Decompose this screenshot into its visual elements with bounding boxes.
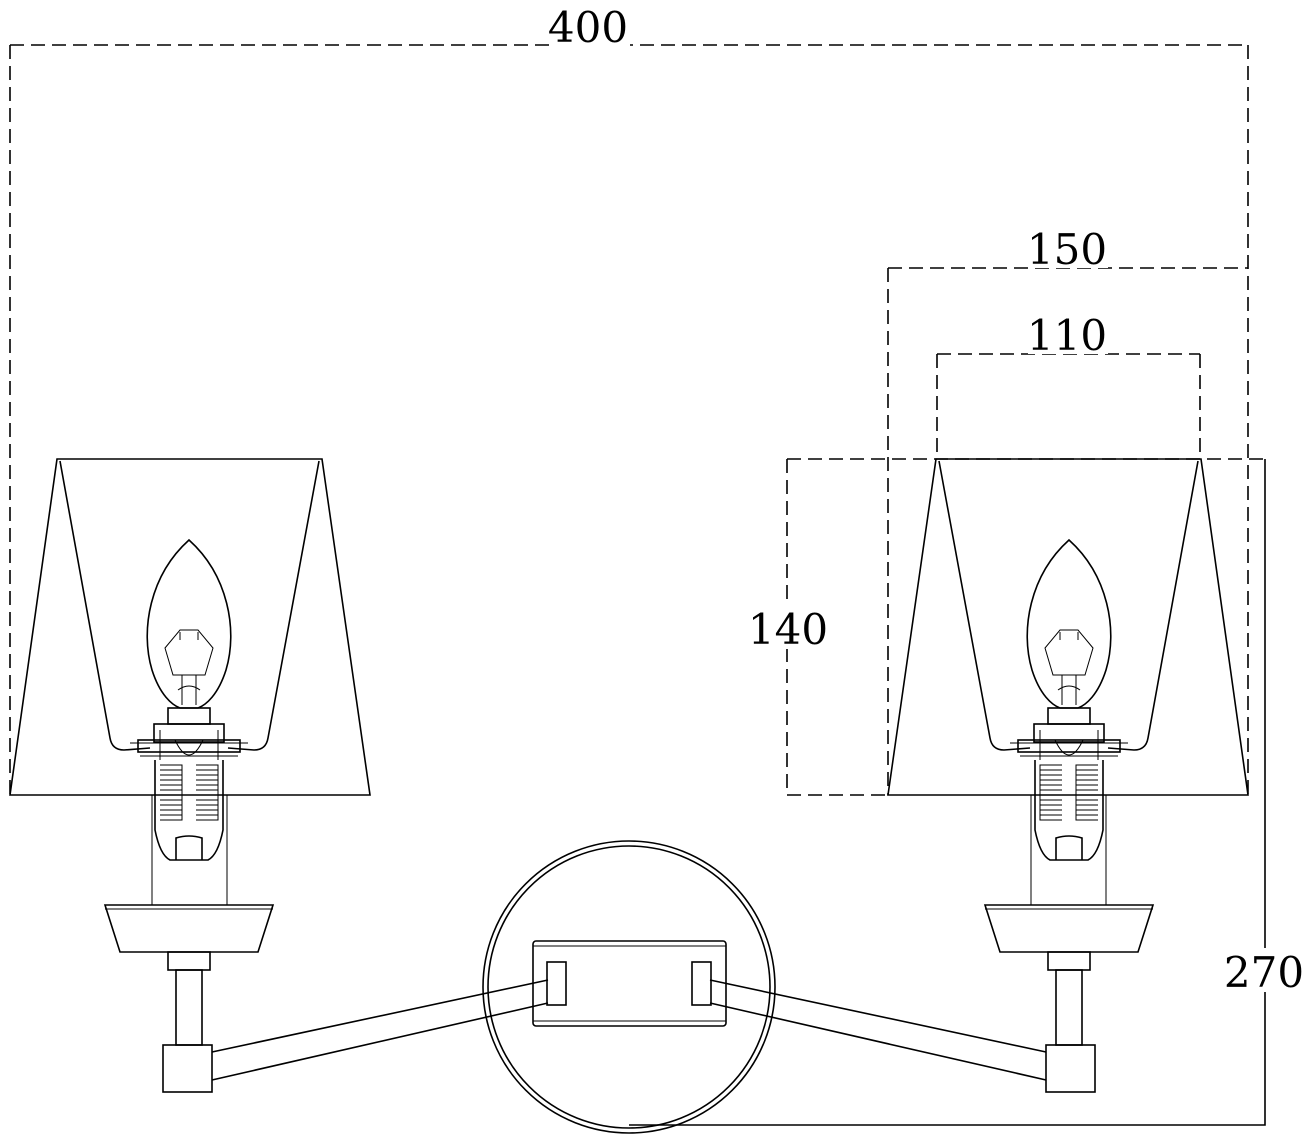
- wall-plate: [482, 840, 776, 1134]
- dimension-label-shade-bottom-width: 150: [1027, 225, 1107, 274]
- dimension-label-shade-height: 140: [748, 605, 828, 654]
- dimension-label-overall-width: 400: [548, 3, 628, 52]
- dimension-label-overall-height: 270: [1224, 948, 1304, 997]
- dimension-label-shade-top-width: 110: [1027, 311, 1107, 360]
- dimension-lines: [9, 44, 1266, 1126]
